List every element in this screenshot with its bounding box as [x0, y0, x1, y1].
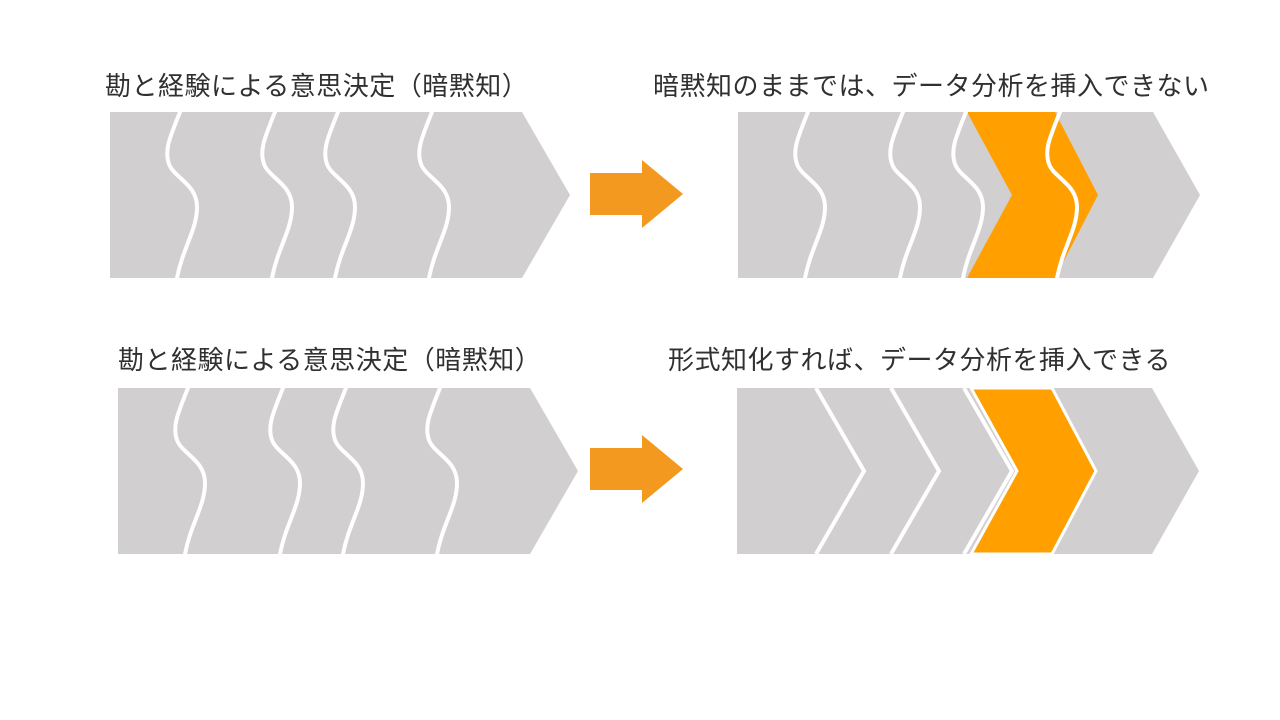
right-arrow-icon: [590, 160, 683, 228]
tacit-process-arrow-top: [110, 112, 570, 278]
chevron-separator: [814, 388, 867, 554]
label-can-insert-analysis: 形式知化すれば、データ分析を挿入できる: [668, 345, 1171, 375]
label-tacit-decision-top: 勘と経験による意思決定（暗黙知）: [105, 71, 529, 101]
chevron-separator: [962, 388, 1015, 554]
tacit-arrow-with-misfit-insert: [738, 112, 1200, 278]
right-arrow-shape: [590, 435, 683, 503]
process-arrow-body: [738, 112, 1200, 278]
right-arrow-shape: [590, 160, 683, 228]
process-arrow-body: [737, 388, 1199, 554]
process-arrow-body: [118, 388, 578, 554]
right-arrow-icon: [590, 435, 683, 503]
chevron-separator: [889, 388, 942, 554]
label-tacit-decision-bottom: 勘と経験による意思決定（暗黙知）: [118, 345, 542, 375]
data-analysis-chevron-fit: [969, 388, 1098, 554]
data-analysis-chevron-misfit: [967, 112, 1098, 278]
process-arrow-body: [110, 112, 570, 278]
formalized-arrow-with-fit-insert: [737, 388, 1199, 554]
tacit-process-arrow-bottom: [118, 388, 578, 554]
label-cannot-insert-analysis: 暗黙知のままでは、データ分析を挿入できない: [653, 71, 1210, 101]
